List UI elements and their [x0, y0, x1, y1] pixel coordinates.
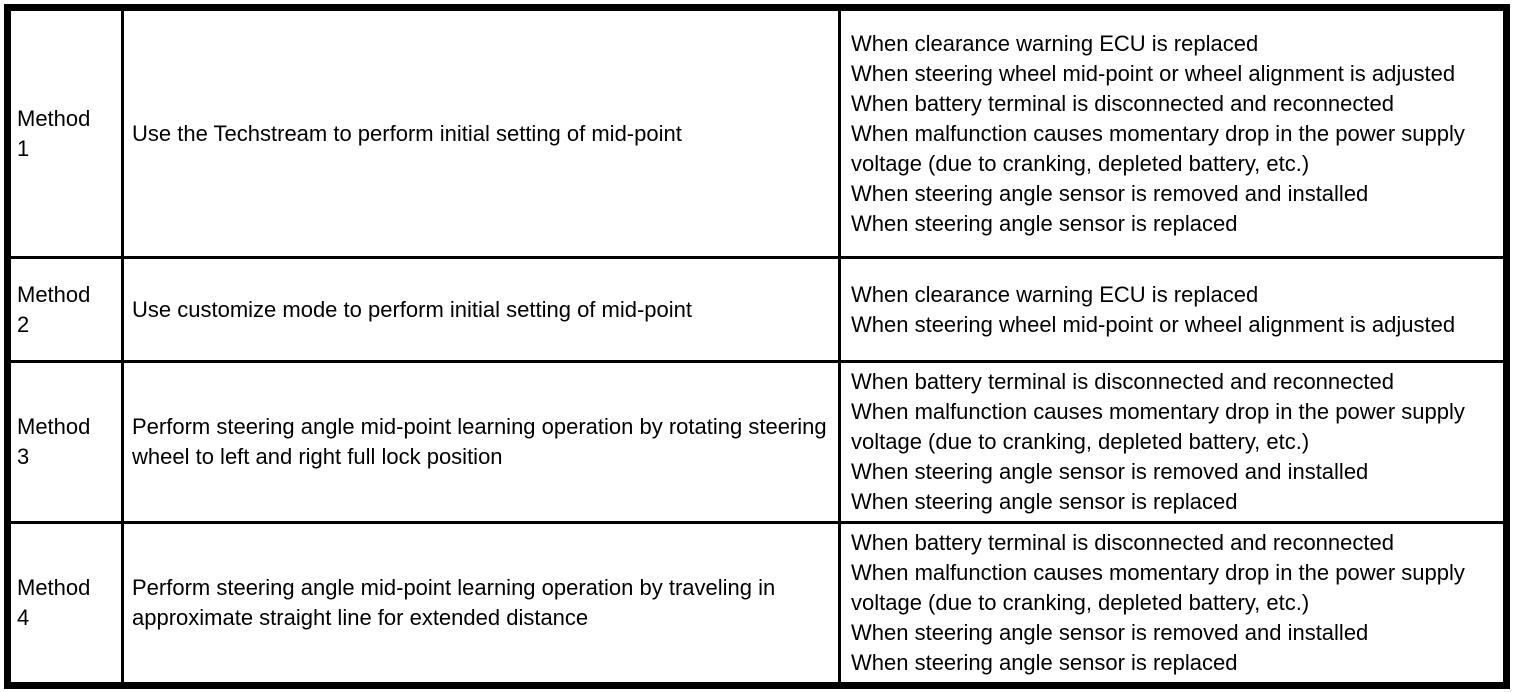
method-cell: Method 2 — [6, 256, 124, 363]
description-cell: Use customize mode to perform initial se… — [121, 256, 841, 363]
method-cell: Method 3 — [6, 360, 124, 524]
conditions-cell: When clearance warning ECU is replaced W… — [838, 6, 1508, 259]
method-cell: Method 1 — [6, 6, 124, 259]
description-cell: Perform steering angle mid-point learnin… — [121, 360, 841, 524]
description-cell: Use the Techstream to perform initial se… — [121, 6, 841, 259]
conditions-cell: When battery terminal is disconnected an… — [838, 521, 1508, 687]
conditions-cell: When clearance warning ECU is replaced W… — [838, 256, 1508, 363]
description-cell: Perform steering angle mid-point learnin… — [121, 521, 841, 687]
table-row: Method 3 Perform steering angle mid-poin… — [6, 360, 1508, 524]
table-row: Method 4 Perform steering angle mid-poin… — [6, 521, 1508, 687]
conditions-cell: When battery terminal is disconnected an… — [838, 360, 1508, 524]
table-row: Method 2 Use customize mode to perform i… — [6, 256, 1508, 363]
method-cell: Method 4 — [6, 521, 124, 687]
table-row: Method 1 Use the Techstream to perform i… — [6, 6, 1508, 259]
mid-point-learning-methods-table: Method 1 Use the Techstream to perform i… — [4, 4, 1510, 689]
table-body: Method 1 Use the Techstream to perform i… — [6, 6, 1508, 687]
